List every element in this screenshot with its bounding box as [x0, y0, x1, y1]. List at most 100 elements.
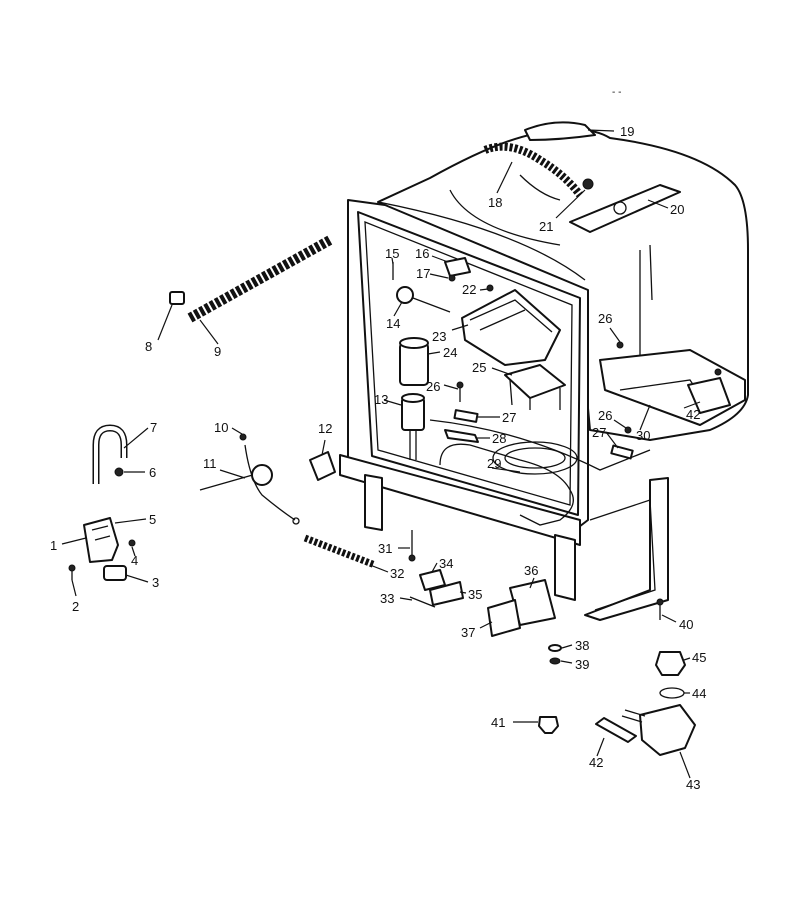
tub-assembly [339, 121, 749, 621]
leader-26a [609, 327, 621, 343]
callout-11: 11 [203, 456, 217, 471]
leader-11 [219, 469, 246, 479]
part-20-hole [613, 201, 627, 215]
callout-36: 36 [524, 563, 538, 578]
part-1-switch-detail [91, 525, 111, 541]
part-23-board-detail [469, 299, 553, 333]
callout-21: 21 [539, 219, 553, 234]
callout-2: 2 [72, 599, 79, 614]
leader-45 [683, 657, 691, 661]
part-26-screw-head-c [624, 426, 632, 434]
leader-8 [157, 304, 173, 341]
part-6-nut [114, 467, 124, 477]
leader-25 [491, 367, 513, 376]
callout-20: 20 [670, 202, 684, 217]
part-26-screw-head-a [456, 381, 464, 389]
tub-center-leg [554, 534, 576, 601]
part-14-rod [412, 297, 451, 313]
part-29-heater [439, 443, 574, 526]
callout-6: 6 [149, 465, 156, 480]
callout-24: 24 [443, 345, 457, 360]
tub-dome-curve [449, 189, 561, 246]
part-13-stem [409, 430, 417, 460]
tub-left-leg [364, 474, 383, 531]
callout-34: 34 [439, 556, 453, 571]
leader-16 [431, 255, 449, 263]
callout-18: 18 [488, 195, 502, 210]
leader-21 [555, 189, 586, 219]
part-28-clip [444, 429, 479, 443]
callout-labels: 1 2 3 4 5 6 7 8 9 10 11 12 13 14 15 16 1… [50, 124, 706, 792]
callout-37: 37 [461, 625, 475, 640]
leader-20 [647, 199, 669, 209]
callout-19: 19 [620, 124, 634, 139]
leader-27b [605, 431, 619, 449]
callout-14: 14 [386, 316, 400, 331]
leader-24 [427, 351, 441, 355]
callout-13: 13 [374, 392, 388, 407]
part-24-cylinder [399, 342, 429, 386]
callout-9: 9 [214, 344, 221, 359]
part-1-switch [83, 517, 119, 563]
leader-1 [61, 537, 87, 545]
part-31-screw-head [408, 554, 416, 562]
callout-35: 35 [468, 587, 482, 602]
callout-17: 17 [416, 266, 430, 281]
part-3-block [103, 565, 127, 581]
callout-32: 32 [390, 566, 404, 581]
callout-26a: 26 [598, 311, 612, 326]
callout-10: 10 [214, 420, 228, 435]
callout-22: 22 [462, 282, 476, 297]
part-20-bracket [569, 184, 681, 233]
sump-ring [492, 441, 578, 475]
leader-9 [199, 319, 219, 345]
tub-frame-inner-line [364, 221, 573, 506]
part-25-rack-legs [509, 379, 561, 410]
part-45-valve-cap [655, 651, 686, 676]
leader-33 [399, 597, 413, 601]
right-shelf-screw [714, 368, 722, 376]
callout-5: 5 [149, 512, 156, 527]
part-8-clip [169, 291, 185, 305]
leader-30 [639, 404, 651, 431]
header-mark: - - [612, 87, 621, 98]
leader-35 [459, 591, 467, 594]
leader-23 [451, 324, 469, 331]
leader-36 [529, 577, 535, 589]
tub-base-rail [339, 454, 581, 546]
part-27-bracket-a [453, 409, 479, 423]
part-7-hose-inner [94, 425, 126, 484]
leader-12 [321, 439, 326, 456]
leader-2 [71, 579, 77, 597]
leader-38 [561, 644, 573, 649]
part-41-fitting [538, 716, 559, 734]
part-12-bracket [309, 451, 336, 481]
part-24-cap [399, 337, 429, 349]
callout-44: 44 [692, 686, 706, 701]
sump-opening [504, 447, 566, 469]
part-23-control-board [461, 289, 561, 366]
part-16-clip [444, 257, 471, 277]
part-26-screw-head-b [616, 341, 624, 349]
callout-29: 29 [487, 456, 501, 471]
leader-26c [613, 419, 627, 429]
part-40-screw-head [656, 598, 664, 606]
leader-14 [393, 301, 403, 317]
loose-parts [68, 235, 696, 756]
leader-43 [679, 751, 691, 779]
callout-28: 28 [492, 431, 506, 446]
tub-vent-hump [524, 121, 596, 141]
leader-7 [123, 427, 149, 449]
part-38-washer [548, 644, 562, 652]
part-44-o-ring [659, 687, 685, 699]
callout-42a: 42 [686, 407, 700, 422]
callout-25: 25 [472, 360, 486, 375]
leader-22 [479, 288, 489, 291]
callout-40: 40 [679, 617, 693, 632]
callout-15: 15 [385, 246, 399, 261]
part-18-hose [483, 142, 584, 198]
leader-5 [114, 518, 147, 524]
part-25-rack [504, 364, 566, 399]
callout-43: 43 [686, 777, 700, 792]
